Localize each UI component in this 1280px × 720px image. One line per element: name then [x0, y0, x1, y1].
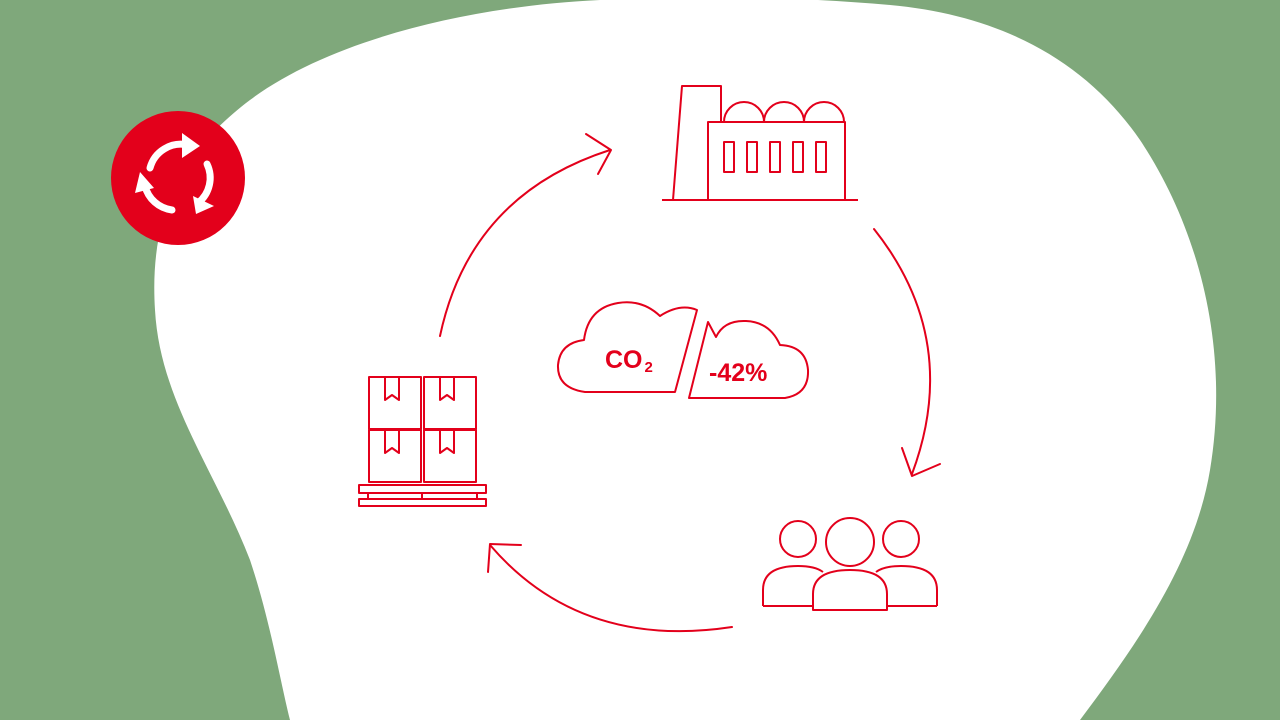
arrowhead-people	[901, 447, 941, 477]
arrowhead-factory	[585, 133, 612, 175]
arrowhead-pallet	[487, 543, 522, 573]
arrow-people-to-pallet	[489, 544, 733, 633]
pallet-boxes-icon	[358, 376, 487, 507]
cloud-right-half	[688, 319, 810, 399]
co2-subscript: 2	[645, 359, 653, 376]
arrow-pallet-to-factory	[439, 149, 611, 337]
recycle-badge	[111, 111, 245, 245]
cloud-left-half	[556, 301, 698, 393]
arrow-factory-to-people	[873, 228, 932, 475]
background-blob	[154, 0, 1217, 720]
cycle-arrows	[439, 133, 941, 633]
factory-icon	[662, 85, 858, 201]
reduction-label: -42%	[709, 359, 767, 387]
people-group-icon	[762, 517, 938, 611]
